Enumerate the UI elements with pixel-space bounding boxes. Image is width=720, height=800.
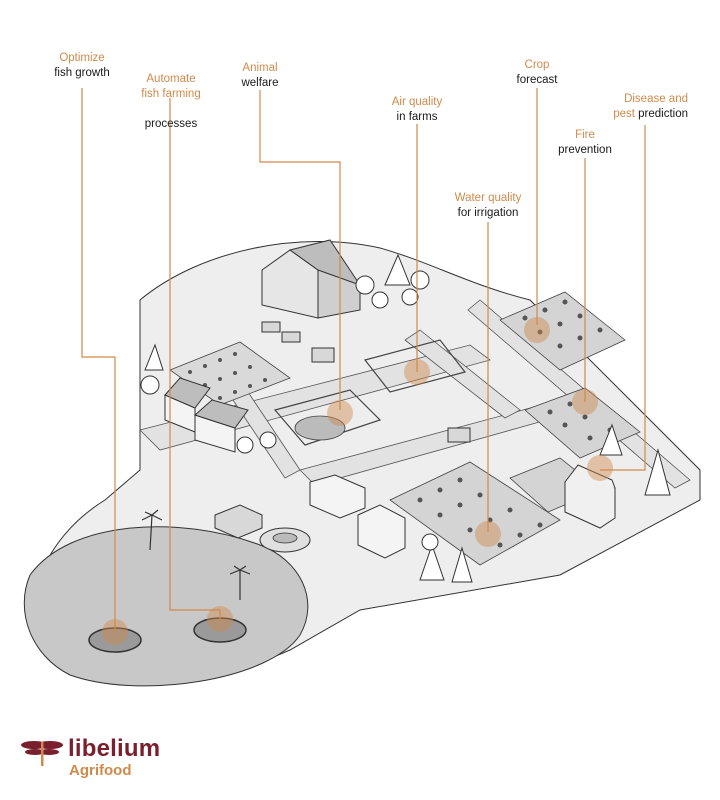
- brand-product: Agrifood: [69, 762, 132, 779]
- label-animal-welfare-highlight: Animal: [242, 62, 278, 74]
- label-disease-pest-highlight-word: pest: [613, 108, 639, 120]
- label-animal-welfare: Animal welfare: [228, 61, 292, 91]
- label-water-quality-rest: for irrigation: [457, 207, 519, 219]
- label-fire-prevention-rest: prevention: [558, 144, 612, 156]
- label-water-quality: Water quality for irrigation: [446, 191, 530, 221]
- hotspot-disease-pest: [587, 455, 613, 481]
- label-fire-prevention: Fire prevention: [553, 128, 617, 158]
- label-air-quality-rest: in farms: [396, 111, 438, 123]
- hotspot-fish-farming: [207, 606, 233, 632]
- label-fish-growth: Optimize fish growth: [48, 51, 116, 81]
- callout-line-disease-pest: [600, 125, 646, 471]
- label-animal-welfare-rest: welfare: [241, 77, 279, 89]
- fountain-inner: [272, 532, 298, 544]
- label-fire-prevention-highlight: Fire: [575, 129, 595, 141]
- hotspot-fire-prevention: [572, 389, 598, 415]
- label-disease-pest-rest: prediction: [638, 108, 688, 120]
- libelium-logo: libelium Agrifood: [20, 735, 200, 785]
- callout-lines: [81, 88, 646, 632]
- sensor-hotspots: [102, 317, 613, 645]
- label-fish-farming-highlight: Automate fish farming: [141, 73, 201, 100]
- farmhouse: [164, 377, 249, 453]
- hotspot-crop-forecast: [524, 317, 550, 343]
- vehicles: [214, 321, 471, 539]
- callout-line-fish-growth: [81, 88, 116, 632]
- label-air-quality-highlight: Air quality: [391, 96, 443, 108]
- barn: [261, 239, 362, 319]
- label-disease-pest: Disease and pest prediction: [600, 92, 688, 122]
- pond: [294, 415, 346, 441]
- label-crop-forecast: Crop forecast: [507, 58, 567, 88]
- greenhouse: [564, 464, 616, 529]
- trees: [140, 253, 671, 583]
- label-fish-farming: Automate fish farming processes: [130, 57, 212, 147]
- fish-farm-lake: [23, 526, 309, 687]
- label-air-quality: Air quality in farms: [380, 95, 454, 125]
- dragonfly-icon: [21, 741, 63, 766]
- fish-tanks: [88, 617, 247, 653]
- brand-name: libelium: [68, 735, 161, 762]
- hotspot-air-quality: [404, 359, 430, 385]
- crop-rows: [188, 299, 613, 548]
- animal-pens: [273, 339, 467, 446]
- label-crop-forecast-highlight: Crop: [524, 59, 550, 71]
- hotspot-animal-welfare: [327, 400, 353, 426]
- label-fish-growth-highlight: Optimize: [59, 52, 105, 64]
- hotspot-water-quality: [475, 521, 501, 547]
- label-water-quality-highlight: Water quality: [454, 192, 522, 204]
- label-disease-pest-highlight-line1: Disease and: [624, 93, 688, 105]
- palm-trees: [141, 509, 251, 600]
- callout-line-fish-farming: [169, 98, 221, 622]
- callout-line-animal-welfare: [259, 90, 341, 410]
- label-crop-forecast-rest: forecast: [516, 74, 558, 86]
- hotspot-fish-growth: [102, 619, 128, 645]
- label-disease-pest-line2: pest prediction: [600, 107, 688, 122]
- label-fish-growth-rest: fish growth: [54, 67, 110, 79]
- town-buildings: [309, 474, 406, 559]
- label-fish-farming-rest: processes: [144, 118, 198, 130]
